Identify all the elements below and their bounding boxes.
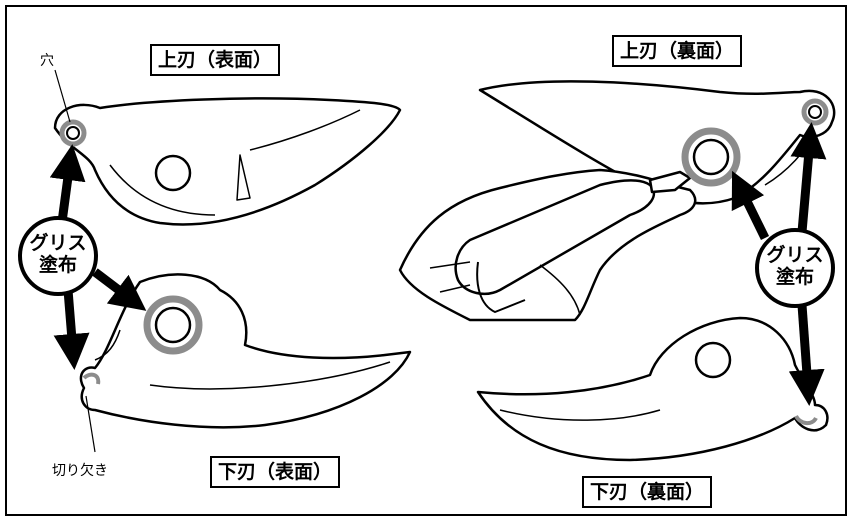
label-lower-blade-front: 下刃（表面） [210,456,341,488]
label-notch: 切り欠き [52,463,108,479]
upper-front-pivot-hole [154,154,192,192]
label-upper-blade-back: 上刃（裏面） [612,35,743,67]
left-grease-arrows [49,144,147,370]
notch-leader-line [85,395,96,453]
upper-front-hole [66,126,80,140]
upper-blade-front [53,97,402,226]
left-grease-label: グリス 塗布 [8,232,108,276]
left-grease-badge [18,216,98,296]
left-grease-label-line1: グリス [29,232,87,254]
left-grease-label-line2: 塗布 [38,254,77,276]
upper-back-pivot-hole [692,138,730,176]
hand-with-grease-tube [398,168,697,322]
right-grease-arrows [731,122,827,406]
lower-blade-back [476,316,829,462]
diagram-frame [5,5,847,516]
lower-back-notch-grease [794,414,818,425]
right-grease-badge [755,228,835,308]
right-grease-label: グリス 塗布 [745,244,845,288]
upper-back-hole [808,105,822,119]
label-hole: 穴 [40,53,54,69]
lower-front-notch-grease [82,372,101,385]
label-lower-blade-back: 下刃（裏面） [582,476,713,508]
hole-leader-line [54,69,71,123]
lower-back-pivot-hole [694,341,732,379]
lower-front-pivot-hole [154,306,192,344]
label-upper-blade-front: 上刃（表面） [150,44,281,76]
lower-front-pivot-grease [143,295,203,355]
right-grease-label-line2: 塗布 [775,266,814,288]
right-grease-label-line1: グリス [766,244,824,266]
